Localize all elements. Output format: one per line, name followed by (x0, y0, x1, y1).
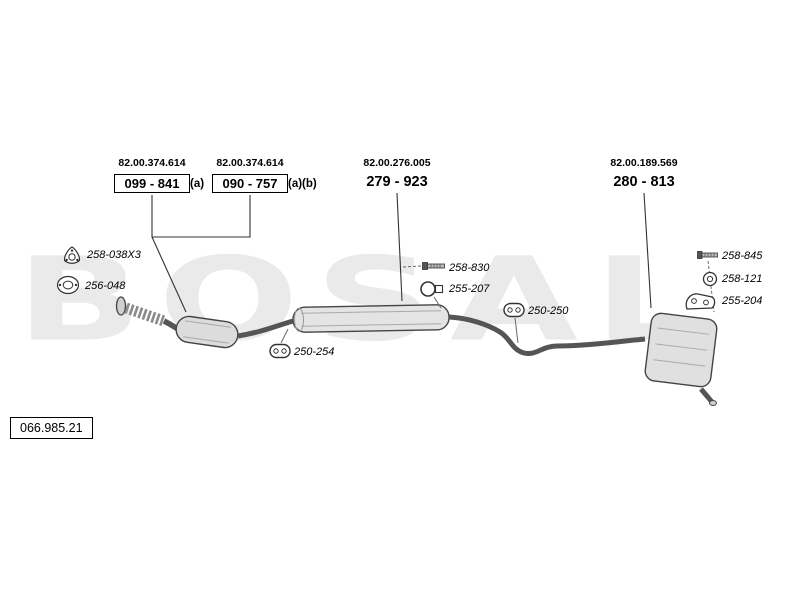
gasket-round-icon (56, 275, 80, 295)
leader-bolt-258-830 (402, 265, 422, 268)
assembly-ref-2: 82.00.374.614 (216, 157, 284, 169)
tailpipe-tip (709, 400, 717, 406)
rubber-hanger-icon (269, 343, 291, 359)
part-label-250-250: 250-250 (528, 305, 569, 317)
leader-hanger-250-254 (280, 328, 289, 344)
leader-clamp-255-207 (433, 296, 442, 309)
part-label-258-121: 258-121 (722, 273, 763, 285)
center-muffler (292, 304, 450, 333)
assembly-partnum-2: 090 - 757 (212, 174, 288, 193)
leader-hanger-250-250 (514, 317, 519, 344)
part-label-250-254: 250-254 (294, 346, 335, 358)
bolt-icon (697, 251, 718, 259)
front-flange (115, 296, 127, 316)
leader-line-center-muffler (396, 192, 403, 302)
assembly-ref-1: 82.00.374.614 (118, 157, 186, 169)
mount-bracket-icon (685, 293, 716, 310)
assembly-ref-4: 82.00.189.569 (610, 157, 678, 169)
assembly-suffix-1: (a) (190, 178, 205, 190)
intermediate-pipe (237, 318, 294, 339)
leader-bracket-front-assembly (151, 195, 251, 238)
clamp-icon (420, 281, 444, 297)
rear-muffler (644, 312, 718, 388)
part-label-255-207: 255-207 (449, 283, 490, 295)
catalytic-converter (175, 315, 239, 349)
rubber-hanger-icon (503, 302, 525, 318)
brand-watermark: BOSAL (16, 232, 715, 367)
part-label-256-048: 256-048 (85, 280, 126, 292)
part-label-258-038x3: 258-038X3 (87, 249, 141, 261)
part-label-258-830: 258-830 (449, 262, 490, 274)
washer-icon (702, 271, 718, 287)
part-label-258-845: 258-845 (722, 250, 763, 262)
flex-pipe (124, 302, 166, 327)
bolt-icon (422, 262, 445, 270)
rear-pipe (448, 314, 646, 357)
tailpipe (699, 387, 714, 404)
leader-line-front-assembly (151, 236, 187, 313)
gasket-triangular-icon (63, 246, 81, 264)
assembly-partnum-4: 280 - 813 (613, 174, 675, 190)
assembly-suffix-2: (a)(b) (288, 178, 317, 190)
assembly-ref-3: 82.00.276.005 (363, 157, 431, 169)
document-number: 066.985.21 (10, 417, 93, 439)
assembly-partnum-3: 279 - 923 (366, 174, 428, 190)
part-label-255-204: 255-204 (722, 295, 763, 307)
assembly-partnum-1: 099 - 841 (114, 174, 190, 193)
leader-line-rear-muffler (643, 192, 652, 309)
